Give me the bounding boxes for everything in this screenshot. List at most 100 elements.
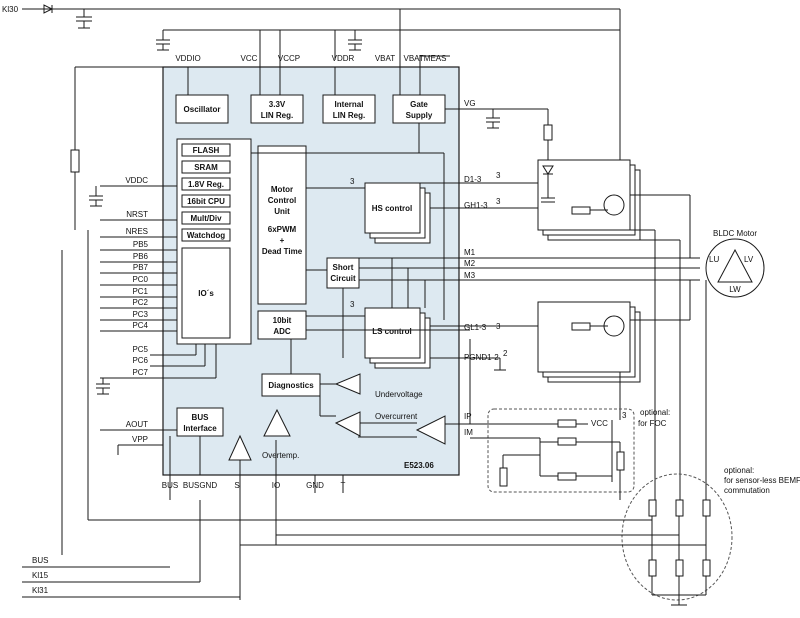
adc-label-2: ADC [273, 327, 291, 336]
pin-pc0: PC0 [132, 275, 148, 284]
pin-vpp: VPP [132, 435, 148, 444]
cpu-label: 16bit CPU [187, 197, 225, 206]
foc-resistor-2 [557, 437, 577, 446]
voltage-reg-block [181, 177, 231, 191]
pin-s: S [234, 481, 239, 490]
pullup-resistor [70, 149, 80, 173]
diagnostics-label: Diagnostics [268, 381, 314, 390]
bus-width-adc-ls: 3 [350, 300, 355, 309]
d13-label: D1-3 [464, 175, 482, 184]
bus-width-gl13: 3 [496, 322, 501, 331]
pin-nrst: NRST [126, 210, 148, 219]
gate-supply-label-2: Supply [406, 111, 433, 120]
short-circuit-block [326, 257, 360, 289]
bemf-divider-v-bottom [675, 559, 684, 577]
im-label: IM [464, 428, 473, 437]
motor-phase-lu: LU [709, 255, 719, 264]
pin-pc2: PC2 [132, 298, 148, 307]
pin-pb5: PB5 [133, 240, 149, 249]
pin-pb7: PB7 [133, 263, 149, 272]
bemf-wires [61, 230, 707, 606]
pin-vcc: VCC [241, 54, 258, 63]
bus-width-d13: 3 [496, 171, 501, 180]
foc-vcc-label: VCC [591, 419, 608, 428]
ios-label: IO´s [198, 289, 214, 298]
internal-lin-regulator-block [322, 94, 376, 124]
mcu-line-4: 6xPWM [268, 225, 297, 234]
foc-resistor-4 [499, 467, 508, 487]
multdiv-block [181, 211, 231, 225]
pin-vddio: VDDIO [175, 54, 200, 63]
decoupling-capacitors [76, 9, 500, 395]
ls-control-label: LS control [372, 327, 412, 336]
ip-label: IP [464, 412, 472, 421]
lowside-driver [537, 301, 631, 373]
bus-interface-block [176, 407, 224, 437]
pin-pc3: PC3 [132, 310, 148, 319]
vg-label: VG [464, 99, 476, 108]
foc-resistor-1 [557, 419, 577, 428]
kl30-wire [22, 8, 621, 160]
mcu-line-5: + [280, 236, 285, 245]
top-pin-wires [74, 9, 620, 230]
pin-pc6: PC6 [132, 356, 148, 365]
kl30-label: Kl30 [2, 5, 19, 14]
m2-label: M2 [464, 259, 476, 268]
ext-kl31-label: Kl31 [32, 586, 49, 595]
foc-wires [470, 423, 621, 500]
ios-block [181, 247, 231, 339]
lin-regulator-block [250, 94, 304, 124]
ls-control-block [364, 307, 421, 359]
motor-phase-lv: LV [744, 255, 754, 264]
bemf-option-region [621, 473, 733, 601]
pin-pc7: PC7 [132, 368, 148, 377]
sram-label: SRAM [194, 163, 218, 172]
oscillator-block [175, 94, 229, 124]
foc-option-label-1: optional: [640, 408, 670, 417]
overtemp-sensor [263, 408, 291, 437]
hs-control-label: HS control [372, 204, 412, 213]
lin-regulator-label-2: LIN Reg. [261, 111, 293, 120]
internal-lin-label-1: Internal [335, 100, 364, 109]
mcu-line-1: Motor [271, 185, 293, 194]
bemf-divider-w-top [702, 499, 711, 517]
hs-control-block [364, 182, 421, 234]
foc-option-label-2: for FOC [638, 419, 667, 428]
foc-resistor-3 [557, 472, 577, 481]
bus-width-foc: 3 [622, 411, 627, 420]
pgnd-label: PGND1-2 [464, 353, 499, 362]
bemf-option-label-2: for sensor-less BEMF [724, 476, 800, 485]
overcurrent-label: Overcurrent [375, 412, 418, 421]
schmitt-trigger-symbol [228, 434, 252, 461]
vg-resistor [543, 124, 553, 141]
pin-vbatmeas: VBATMEAS [404, 54, 447, 63]
bus-interface-label-2: Interface [183, 424, 217, 433]
pin-pc1: PC1 [132, 287, 148, 296]
sram-block [181, 160, 231, 174]
pin-vddr: VDDR [332, 54, 355, 63]
pin-busgnd: BUSGND [183, 481, 217, 490]
pin-vbat: VBAT [375, 54, 395, 63]
bemf-divider-u-top [648, 499, 657, 517]
watchdog-block [181, 228, 231, 242]
multdiv-label: Mult/Div [190, 214, 222, 223]
undervoltage-comparator [334, 373, 361, 395]
m1-label: M1 [464, 248, 476, 257]
pin-pb6: PB6 [133, 252, 149, 261]
bemf-divider-u-bottom [648, 559, 657, 577]
shunt-resistor [616, 451, 625, 471]
undervoltage-label: Undervoltage [375, 390, 423, 399]
foc-option-region [487, 408, 635, 493]
bemf-option-label-3: commutation [724, 486, 770, 495]
lin-regulator-label-1: 3.3V [269, 100, 286, 109]
internal-wires [169, 152, 700, 600]
bus-width-mcu-hs: 3 [350, 177, 355, 186]
voltage-reg-label: 1.8V Reg. [188, 180, 224, 189]
highside-mosfet [603, 194, 625, 216]
gl13-label: GL1-3 [464, 323, 487, 332]
bus-width-pgnd: 2 [503, 349, 508, 358]
oscillator-label: Oscillator [184, 105, 221, 114]
current-sense-amplifier [415, 415, 446, 445]
